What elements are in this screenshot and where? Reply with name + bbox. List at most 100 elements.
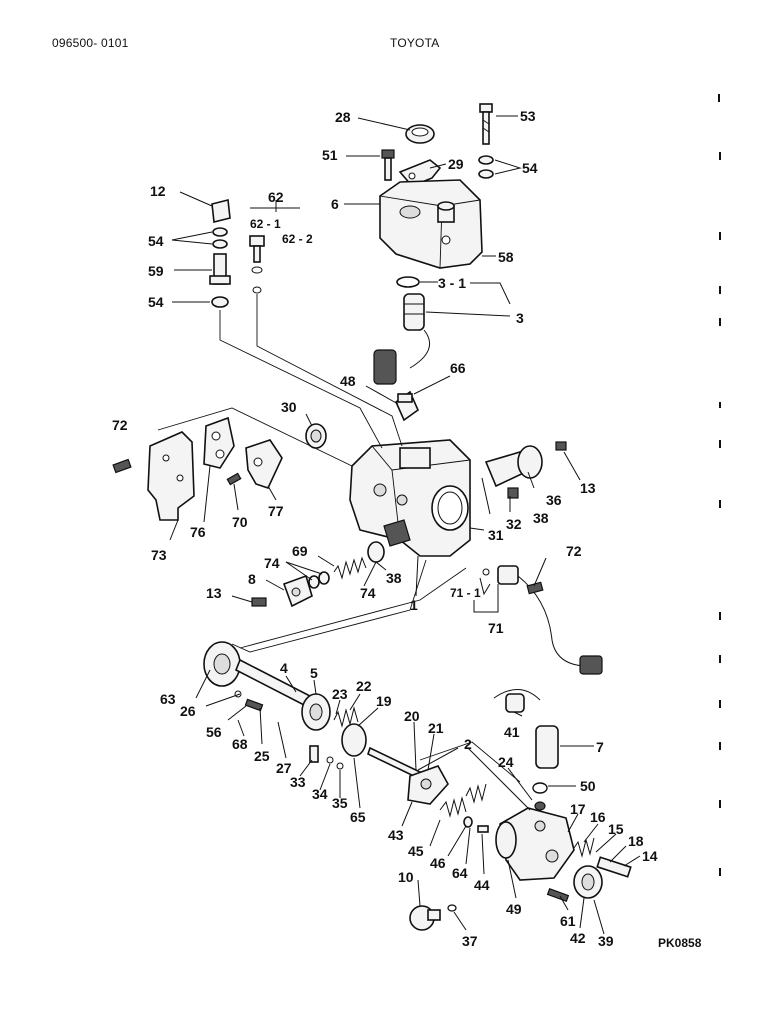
callout-74-lower: 74	[360, 585, 376, 601]
part-62-bolt	[249, 235, 265, 294]
callout-12: 12	[150, 183, 166, 199]
callout-13-lower: 13	[206, 585, 222, 601]
callout-23: 23	[332, 686, 348, 702]
part-69-spring	[333, 556, 367, 580]
part-45-46-64-44-valve	[439, 783, 489, 833]
diagram-code: PK0858	[658, 936, 702, 950]
callout-76: 76	[190, 524, 206, 540]
callout-54-top: 54	[522, 160, 538, 176]
part-30-bushing	[305, 423, 327, 449]
callout-22: 22	[356, 678, 372, 694]
callout-61: 61	[560, 913, 576, 929]
callout-21: 21	[428, 720, 444, 736]
callout-33: 33	[290, 774, 306, 790]
part-43-20-21-head	[407, 765, 449, 805]
part-12-cap	[211, 199, 231, 223]
callout-24: 24	[498, 754, 514, 770]
callout-58: 58	[498, 249, 514, 265]
part-59-fitting	[209, 253, 231, 285]
callout-10: 10	[398, 869, 414, 885]
part-37-o-ring	[447, 904, 457, 912]
part-54-washers-left	[212, 227, 228, 249]
part-53-bolt	[479, 103, 493, 145]
part-23-22-spring	[333, 706, 359, 728]
callout-54-left: 54	[148, 233, 164, 249]
callout-32: 32	[506, 516, 522, 532]
part-1-pump-housing	[349, 439, 471, 557]
callout-70: 70	[232, 514, 248, 530]
callout-63: 63	[160, 691, 176, 707]
part-63-drive-gear	[203, 641, 241, 687]
callout-27: 27	[276, 760, 292, 776]
callout-43: 43	[388, 827, 404, 843]
part-61-screw	[546, 887, 570, 903]
callout-68: 68	[232, 736, 248, 752]
callout-37: 37	[462, 933, 478, 949]
callout-15: 15	[608, 821, 624, 837]
callout-31: 31	[488, 527, 504, 543]
callout-13-right: 13	[580, 480, 596, 496]
callout-66: 66	[450, 360, 466, 376]
part-48-66-plate	[395, 390, 419, 422]
callout-25: 25	[254, 748, 270, 764]
part-2-plunger	[367, 746, 421, 780]
part-33-34-35-pins	[309, 745, 344, 770]
connector-lines	[157, 294, 521, 783]
part-14-18-fitting	[573, 837, 632, 878]
callout-56: 56	[206, 724, 222, 740]
callout-72-right: 72	[566, 543, 582, 559]
callout-8: 8	[248, 571, 256, 587]
callout-38-right: 38	[533, 510, 549, 526]
part-72-screw-left	[112, 458, 132, 474]
part-28-seal-ring	[405, 124, 435, 144]
callout-54-lower: 54	[148, 294, 164, 310]
leader-lines	[169, 115, 641, 935]
callout-53: 53	[520, 108, 536, 124]
part-41-7-50-solenoid	[493, 689, 559, 794]
part-24-seal	[534, 801, 546, 811]
callout-labels: 28 53 51 29 54 12 62 6 62 - 1 62 - 2 54 …	[112, 108, 702, 950]
callout-6: 6	[331, 196, 339, 212]
callout-34: 34	[312, 786, 328, 802]
callout-38-mid: 38	[386, 570, 402, 586]
callout-26: 26	[180, 703, 196, 719]
part-number: 096500- 0101	[52, 36, 129, 50]
callout-71-1: 71 - 1	[450, 586, 481, 600]
part-8-lever	[282, 574, 313, 608]
callout-48: 48	[340, 373, 356, 389]
part-54-washer-lower	[211, 296, 229, 308]
callout-49: 49	[506, 901, 522, 917]
part-10-plug	[409, 905, 441, 931]
part-3-1-o-ring	[396, 276, 420, 288]
callout-41: 41	[504, 724, 520, 740]
callout-39: 39	[598, 933, 614, 949]
part-5-gear	[301, 693, 331, 731]
callout-62: 62	[268, 189, 284, 205]
part-70-screw	[226, 472, 242, 486]
part-49-distributor-head	[495, 807, 575, 881]
callout-16: 16	[590, 809, 606, 825]
callout-28: 28	[335, 109, 351, 125]
callout-51: 51	[322, 147, 338, 163]
callout-69: 69	[292, 543, 308, 559]
callout-44: 44	[474, 877, 490, 893]
part-73-bracket	[147, 431, 195, 521]
callout-17: 17	[570, 801, 586, 817]
margin-marks	[718, 94, 721, 876]
callout-62-2: 62 - 2	[282, 232, 313, 246]
callout-72-left: 72	[112, 417, 128, 433]
callout-71: 71	[488, 620, 504, 636]
callout-42: 42	[570, 930, 586, 946]
callout-74-top: 74	[264, 555, 280, 571]
callout-20: 20	[404, 708, 420, 724]
part-74-washers	[308, 571, 330, 589]
callout-14: 14	[642, 848, 658, 864]
callout-73: 73	[151, 547, 167, 563]
callout-64: 64	[452, 865, 468, 881]
callout-4: 4	[280, 660, 288, 676]
callout-18: 18	[628, 833, 644, 849]
part-38-seal	[367, 541, 385, 563]
callout-36: 36	[546, 492, 562, 508]
make-title: TOYOTA	[390, 36, 440, 50]
